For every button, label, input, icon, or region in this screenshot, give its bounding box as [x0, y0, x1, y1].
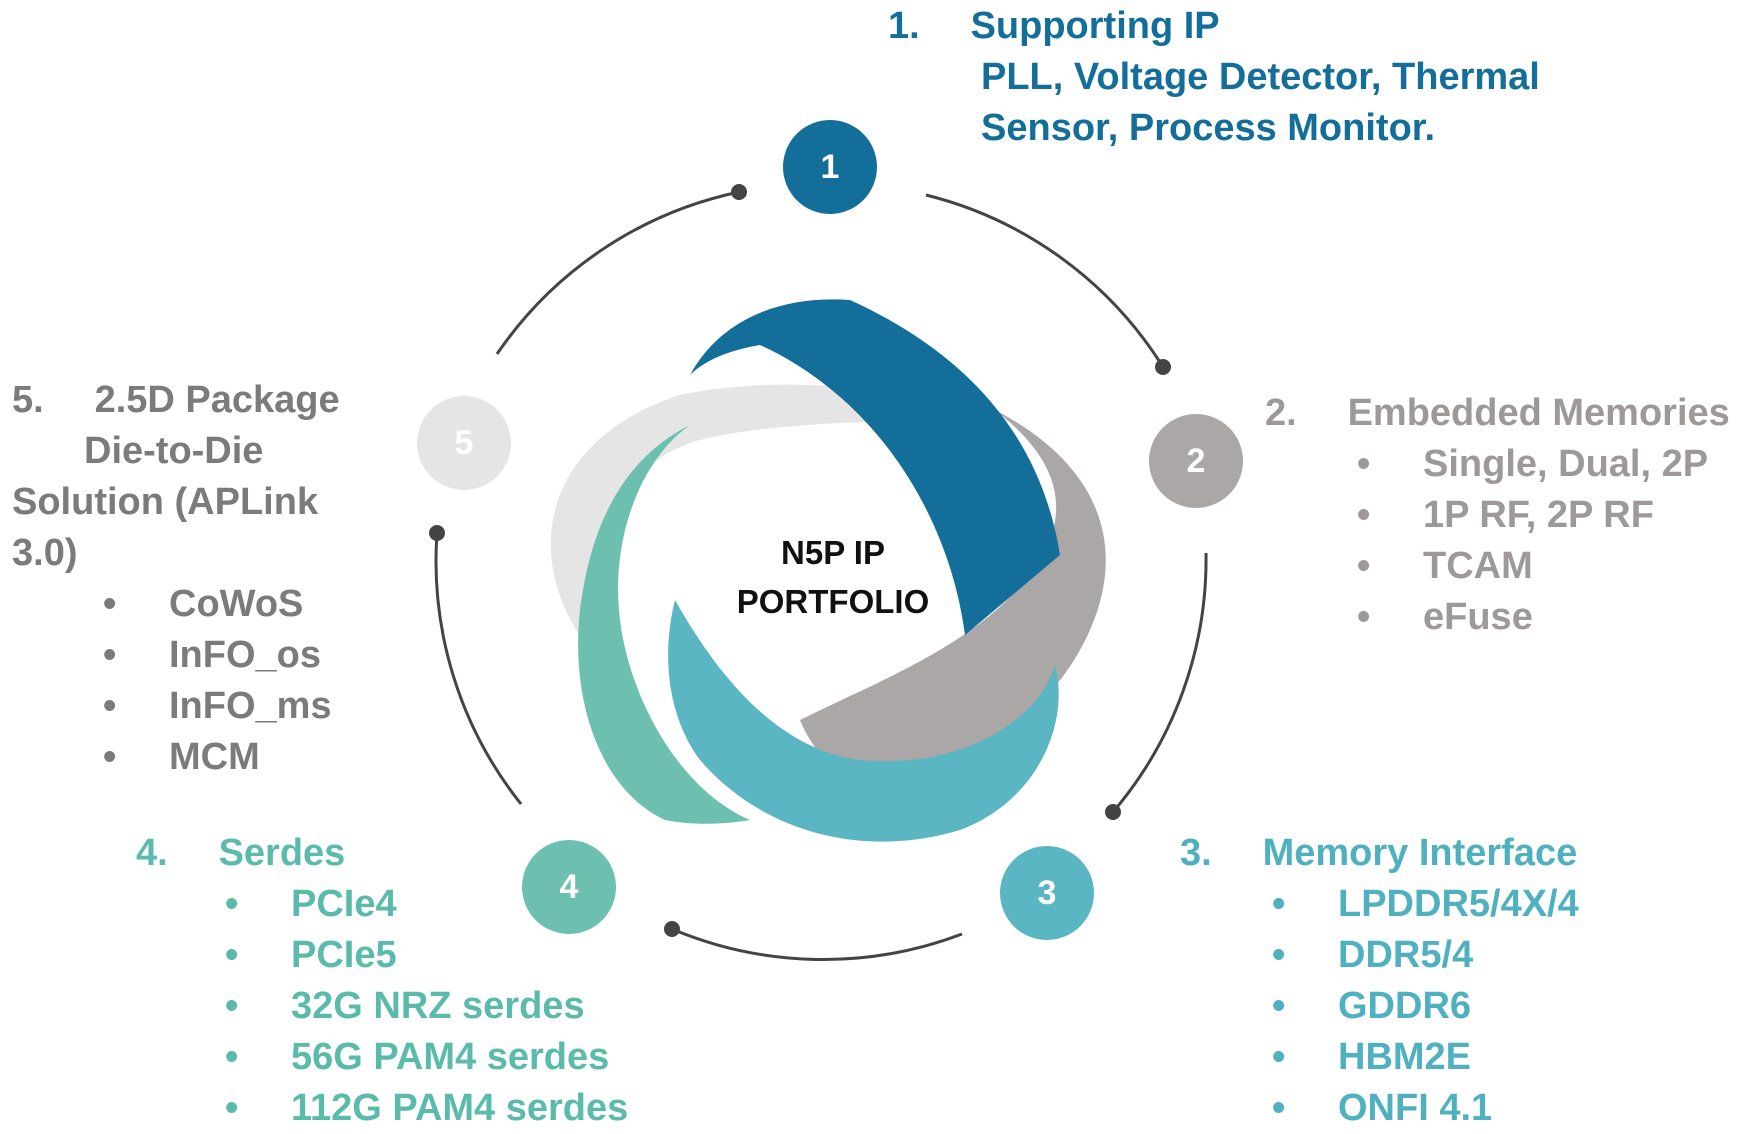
- center-title-line1: N5P IP: [781, 534, 885, 571]
- arc-end-dot-5: [429, 525, 445, 541]
- arc-3-to-4: [671, 927, 963, 962]
- list-item: •DDR5/4: [1272, 934, 1474, 976]
- list-item: •LPDDR5/4X/4: [1272, 883, 1579, 925]
- arc-4-to-5: [434, 532, 523, 805]
- section-1-line-2: Sensor, Process Monitor.: [981, 107, 1436, 149]
- list-item: •ONFI 4.1: [1272, 1087, 1493, 1129]
- section-1-title: Supporting IP: [970, 5, 1220, 47]
- swirl-ribbons: [550, 299, 1106, 842]
- list-item: •32G NRZ serdes: [225, 985, 585, 1027]
- ribbon-4: [578, 425, 750, 824]
- connector-arcs: [434, 190, 1208, 962]
- section-supporting-ip: 1. Supporting IP PLL, Voltage Detector, …: [888, 1, 1540, 154]
- arc-1-to-2: [925, 193, 1165, 368]
- section-5-list: •CoWoS •InFO_os •InFO_ms •MCM: [12, 579, 340, 783]
- list-item: •HBM2E: [1272, 1036, 1472, 1078]
- node-5: 5: [417, 396, 511, 490]
- node-3: 3: [1000, 846, 1094, 940]
- section-3-title: Memory Interface: [1262, 832, 1578, 874]
- section-3-number: 3.: [1180, 832, 1212, 874]
- section-5-title-line-2: Die-to-Die: [84, 430, 264, 472]
- list-item: •56G PAM4 serdes: [225, 1036, 610, 1078]
- section-1-line-1: PLL, Voltage Detector, Thermal: [981, 56, 1540, 98]
- connector-dots: [429, 184, 1171, 937]
- section-2-list: •Single, Dual, 2P •1P RF, 2P RF •TCAM •e…: [1265, 439, 1730, 643]
- section-5-title-line-1: 2.5D Package: [94, 379, 340, 421]
- list-item: •GDDR6: [1272, 985, 1472, 1027]
- section-5-title-line-4: 3.0): [12, 532, 78, 574]
- arc-end-dot-4: [664, 921, 680, 937]
- arc-end-dot-2: [1155, 359, 1171, 375]
- ribbon-2: [800, 410, 1106, 790]
- section-embedded-memories: 2. Embedded Memories •Single, Dual, 2P •…: [1265, 388, 1730, 643]
- arc-end-dot-3: [1105, 804, 1121, 820]
- list-item: •InFO_ms: [103, 685, 332, 727]
- section-memory-interface: 3. Memory Interface •LPDDR5/4X/4 •DDR5/4…: [1180, 828, 1579, 1134]
- section-3-list: •LPDDR5/4X/4 •DDR5/4 •GDDR6 •HBM2E •ONFI…: [1180, 879, 1579, 1134]
- section-1-number: 1.: [888, 5, 920, 47]
- list-item: •Single, Dual, 2P: [1357, 443, 1709, 485]
- arc-end-dot-1: [731, 184, 747, 200]
- section-5-number: 5.: [12, 379, 44, 421]
- list-item: •MCM: [103, 736, 260, 778]
- center-title: N5P IP PORTFOLIO: [713, 528, 953, 626]
- list-item: •112G PAM4 serdes: [225, 1087, 629, 1129]
- section-4-list: •PCIe4 •PCIe5 •32G NRZ serdes •56G PAM4 …: [136, 879, 628, 1134]
- node-1: 1: [783, 120, 877, 214]
- list-item: •InFO_os: [103, 634, 322, 676]
- section-2-5d-package: 5. 2.5D Package Die-to-Die Solution (APL…: [12, 375, 340, 783]
- list-item: •PCIe4: [225, 883, 397, 925]
- section-2-number: 2.: [1265, 392, 1297, 434]
- list-item: •1P RF, 2P RF: [1357, 494, 1654, 536]
- ribbon-5: [550, 384, 1010, 650]
- arc-2-to-3: [1111, 552, 1208, 813]
- ribbon-3: [668, 600, 1059, 842]
- list-item: •eFuse: [1357, 596, 1533, 638]
- node-4: 4: [522, 840, 616, 934]
- section-5-title-line-3: Solution (APLink: [12, 481, 319, 523]
- section-4-title: Serdes: [218, 832, 346, 874]
- node-2: 2: [1149, 414, 1243, 508]
- center-title-line2: PORTFOLIO: [736, 583, 930, 620]
- list-item: •PCIe5: [225, 934, 397, 976]
- section-4-number: 4.: [136, 832, 168, 874]
- arc-5-to-1: [495, 190, 740, 355]
- section-serdes: 4. Serdes •PCIe4 •PCIe5 •32G NRZ serdes …: [136, 828, 628, 1134]
- list-item: •TCAM: [1357, 545, 1533, 587]
- ribbon-1: [690, 299, 1060, 635]
- section-2-title: Embedded Memories: [1347, 392, 1730, 434]
- list-item: •CoWoS: [103, 583, 304, 625]
